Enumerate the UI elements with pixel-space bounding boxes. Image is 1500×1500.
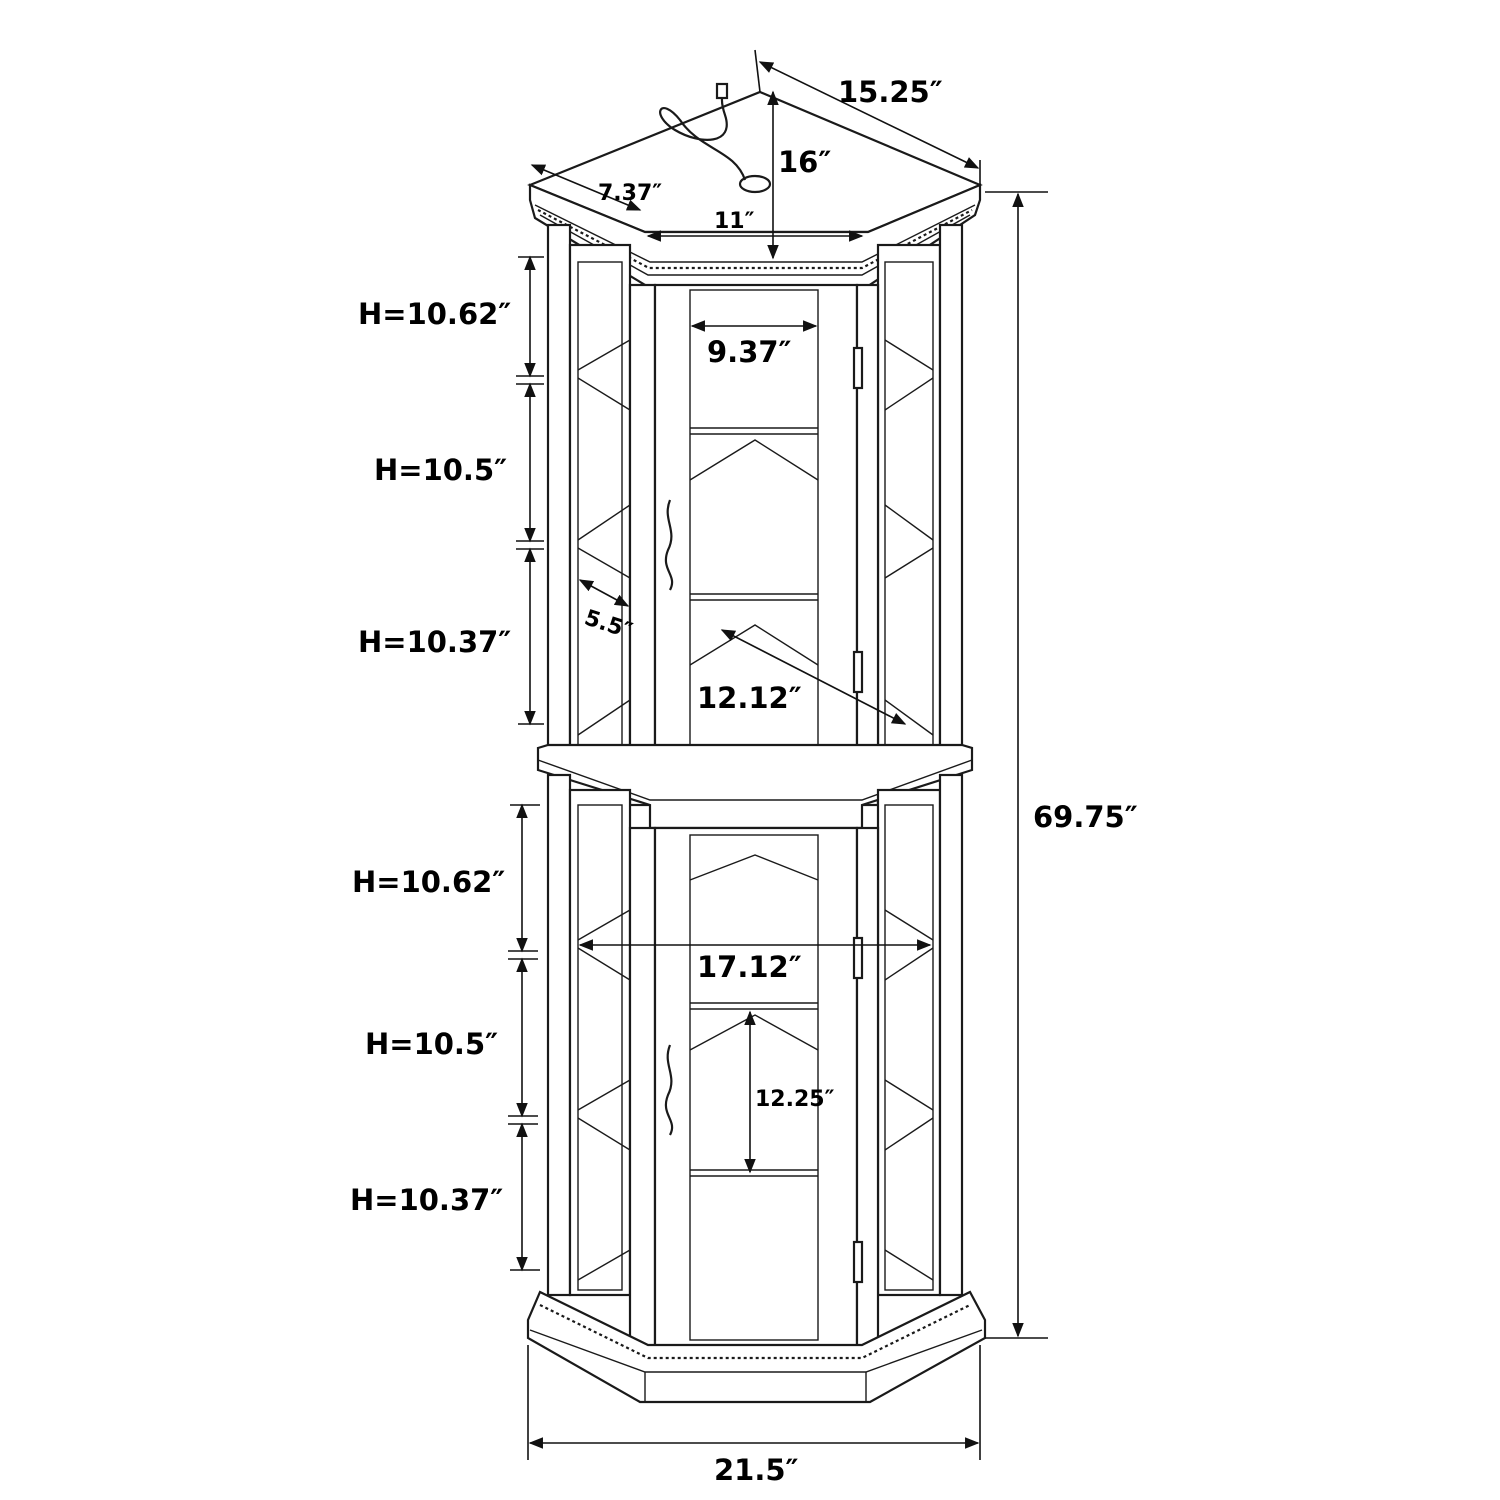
- power-plug-icon: [715, 82, 729, 100]
- lower-shelf-width-label: 17.12″: [697, 950, 802, 984]
- hinge-icon: [852, 1240, 864, 1284]
- right-glass-lower: [876, 788, 942, 1297]
- top-side-width-label: 7.37″: [598, 181, 662, 206]
- overall-height-label: 69.75″: [1033, 800, 1138, 834]
- cabinet-top: [527, 90, 983, 234]
- upper-shelf-diagonal-label: 12.12″: [697, 681, 802, 715]
- lower-shelf-height-1-label: H=10.62″: [352, 865, 505, 899]
- left-stile-lower: [628, 826, 657, 1350]
- lower-shelf-height-3-label: H=10.37″: [350, 1183, 503, 1217]
- upper-door-handle-icon: [664, 499, 674, 591]
- left-side-panel-upper: [546, 223, 572, 752]
- hinge-icon: [852, 936, 864, 980]
- hinge-icon: [852, 346, 864, 390]
- upper-shelf-height-2-label: H=10.5″: [374, 453, 507, 487]
- upper-inner-width-label: 9.37″: [707, 335, 792, 369]
- dimension-labels: 15.25″ 16″ 7.37″ 11″ H=10.62″ 9.37″ H=10…: [350, 75, 1138, 1487]
- top-depth-diagonal-label: 15.25″: [838, 75, 943, 109]
- overall-width-label: 21.5″: [714, 1453, 799, 1487]
- crown-bead: [537, 209, 973, 270]
- top-depth-label: 16″: [778, 145, 831, 179]
- right-side-panel-upper: [938, 223, 964, 752]
- power-cord-icon: [659, 89, 747, 181]
- base-bead: [539, 1304, 971, 1360]
- lower-shelf-depth-label: 12.25″: [755, 1087, 835, 1112]
- right-side-panel-lower: [938, 773, 964, 1297]
- upper-shelf-height-1-label: H=10.62″: [358, 297, 511, 331]
- right-glass-upper: [876, 243, 942, 757]
- left-stile-upper: [628, 283, 657, 807]
- lower-door-handle-icon: [664, 1044, 674, 1136]
- middle-molding: [536, 743, 974, 830]
- hinge-icon: [852, 650, 864, 694]
- cabinet-drawing: [526, 82, 987, 1404]
- top-front-width-label: 11″: [714, 209, 755, 234]
- left-glass-upper: [568, 243, 632, 757]
- lower-door: [653, 826, 859, 1350]
- lower-shelf-height-2-label: H=10.5″: [365, 1027, 498, 1061]
- dimension-lines: [508, 49, 1048, 1460]
- left-glass-lower: [568, 788, 632, 1297]
- left-side-panel-lower: [546, 773, 572, 1297]
- upper-shelf-height-3-label: H=10.37″: [358, 625, 511, 659]
